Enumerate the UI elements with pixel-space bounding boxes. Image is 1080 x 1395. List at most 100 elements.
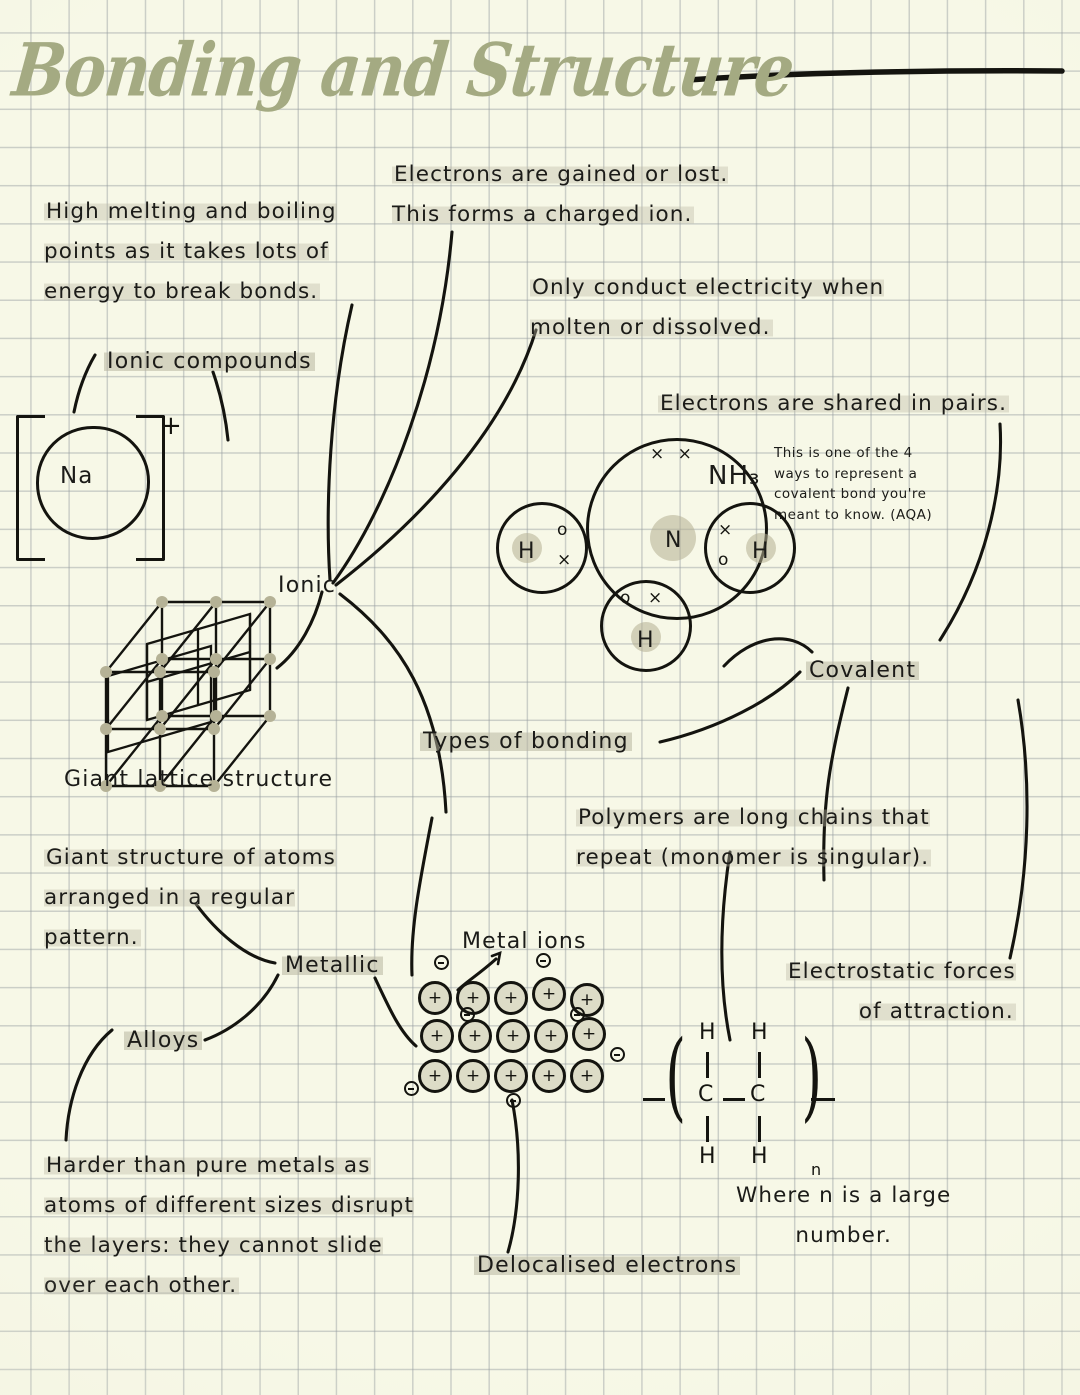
- connector-ionic-to-conduct: [334, 328, 538, 587]
- bracket-open: (: [665, 1020, 687, 1132]
- bond-cross-right: ×: [718, 520, 733, 540]
- note-covalent-aqa: This is one of the 4 ways to represent a…: [774, 445, 933, 523]
- nh3-dot-and-cross-diagram: N × × H o × H × o H o ×: [496, 430, 810, 680]
- atom-h-bottom-right: H: [751, 1144, 768, 1169]
- connector-ioniccompounds-to-na: [72, 353, 97, 414]
- lattice-edges: [104, 600, 272, 788]
- bond-dot-right: o: [718, 550, 730, 570]
- delocalised-electron: [404, 1081, 419, 1096]
- sodium-ion-diagram: Na +: [8, 411, 182, 561]
- metal-ion: +: [420, 1019, 454, 1053]
- label-metal-ions: Metal ions: [462, 929, 587, 954]
- connector-polymers-to-structure: [720, 850, 732, 1042]
- note-alloys-harder: Harder than pure metals as atoms of diff…: [44, 1153, 415, 1298]
- metal-ion: +: [570, 1059, 604, 1093]
- metal-ion: +: [532, 1059, 566, 1093]
- delocalised-electron: [506, 1093, 521, 1108]
- bond-top-right: [758, 1052, 761, 1078]
- connector-alloys-to-hard: [64, 1028, 114, 1142]
- atom-label-n: N: [665, 528, 682, 553]
- connector-center-to-covalent: [658, 670, 802, 744]
- connector-center-to-metallic: [410, 816, 434, 977]
- connector-covalent-to-polymers: [822, 686, 850, 882]
- note-covalent-shared-electrons: Electrons are shared in pairs.: [658, 391, 1010, 416]
- metal-ion: +: [456, 1059, 490, 1093]
- connector-ioniccompounds-down: [211, 370, 230, 442]
- note-ionic-melting-point: High melting and boiling points as it ta…: [44, 199, 337, 304]
- connector-metallic-to-giant: [194, 902, 277, 965]
- atom-label-h-right: H: [752, 539, 769, 564]
- connector-delocalised: [506, 1098, 520, 1254]
- bond-top-left: [706, 1052, 709, 1078]
- delocalised-electron: [536, 953, 551, 968]
- bracket-right: [136, 415, 165, 561]
- bond-dot-bottom: o: [620, 588, 632, 608]
- atom-c-right: C: [750, 1082, 766, 1107]
- ion-circle: [36, 426, 150, 540]
- subscript-n: n: [811, 1160, 822, 1179]
- metal-ion: +: [496, 1019, 530, 1053]
- atom-label-h-bottom: H: [637, 628, 654, 653]
- central-node-types-of-bonding: Types of bonding: [420, 726, 632, 758]
- bracket-left: [16, 415, 45, 561]
- bond-cross-left: ×: [557, 550, 572, 570]
- ion-symbol: Na: [60, 463, 94, 489]
- metal-ion: +: [494, 981, 528, 1015]
- label-ionic-compounds: Ionic compounds: [104, 346, 315, 378]
- bond-c-c: [723, 1098, 745, 1101]
- delocalised-electron: [610, 1047, 625, 1062]
- metal-ion: +: [494, 1059, 528, 1093]
- formula-nh3: NH₃: [708, 461, 761, 491]
- metal-ion: +: [418, 1059, 452, 1093]
- bond-bottom-left: [706, 1116, 709, 1142]
- title-underline: [685, 68, 1065, 83]
- delocalised-electron: [434, 955, 449, 970]
- branch-label-ionic: Ionic: [278, 573, 337, 598]
- hydrogen-highlight-bottom: [631, 622, 661, 652]
- delocalised-electron: [570, 1007, 585, 1022]
- ion-charge: +: [160, 411, 182, 441]
- bond-left-open: [643, 1098, 665, 1101]
- connector-metallic-to-alloys: [203, 973, 280, 1042]
- metalions-arrowhead: [490, 950, 502, 966]
- note-ionic-electrons: Electrons are gained or lost. This forms…: [392, 162, 729, 227]
- bond-bottom-right: [758, 1116, 761, 1142]
- note-ionic-conductivity: Only conduct electricity when molten or …: [530, 275, 885, 340]
- nitrogen-highlight: [650, 515, 696, 561]
- label-giant-lattice-structure: Giant lattice structure: [64, 767, 334, 792]
- connector-ionic-to-melting: [326, 303, 354, 582]
- hydrogen-shell-bottom: [600, 580, 692, 672]
- branch-label-alloys: Alloys: [124, 1025, 203, 1057]
- atom-c-left: C: [698, 1082, 714, 1107]
- metal-ion: +: [532, 977, 566, 1011]
- metal-ion: +: [458, 1019, 492, 1053]
- atom-h-top-right: H: [751, 1020, 768, 1045]
- branch-label-metallic: Metallic: [282, 950, 383, 982]
- metal-ion: +: [418, 981, 452, 1015]
- bond-dot-left: o: [557, 520, 569, 540]
- connector-covalent-to-nh3: [722, 637, 814, 668]
- hydrogen-shell-left: [496, 502, 588, 594]
- label-delocalised-electrons: Delocalised electrons: [474, 1250, 741, 1282]
- polymer-repeat-unit-diagram: ( ) H H C C H H n: [643, 1020, 885, 1180]
- note-polymers: Polymers are long chains that repeat (mo…: [576, 805, 932, 870]
- branch-label-covalent: Covalent: [806, 655, 920, 687]
- atom-label-h-left: H: [518, 539, 535, 564]
- hydrogen-highlight-right: [746, 533, 776, 563]
- delocalised-electron: [460, 1007, 475, 1022]
- metallic-bonding-diagram: + + + + + + + + + + + + + + +: [404, 953, 625, 1108]
- connector-lattice-to-ionic: [275, 590, 324, 670]
- connector-metallic-to-lattice: [373, 976, 418, 1048]
- bond-cross-bottom: ×: [648, 588, 663, 608]
- connector-ionic-to-electrons: [331, 230, 454, 585]
- metal-ion: +: [534, 1019, 568, 1053]
- atom-h-bottom-left: H: [699, 1144, 716, 1169]
- note-metallic-giant-structure: Giant structure of atoms arranged in a r…: [44, 845, 336, 950]
- bracket-close: ): [801, 1020, 823, 1132]
- metal-ion: +: [572, 1017, 606, 1051]
- lattice-nodes: [100, 596, 276, 792]
- atom-h-top-left: H: [699, 1020, 716, 1045]
- hydrogen-shell-right: [704, 502, 796, 594]
